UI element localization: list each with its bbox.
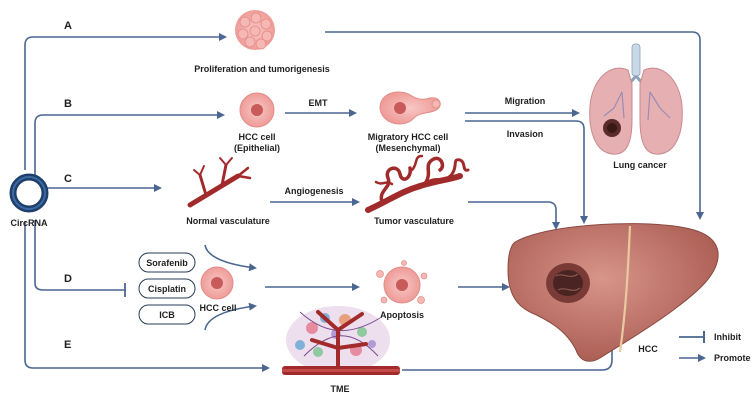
legend: Inhibit Promote xyxy=(679,331,751,363)
inhibit-d xyxy=(34,220,125,291)
legend-inhibit-label: Inhibit xyxy=(714,332,741,342)
emt-label: EMT xyxy=(309,98,329,108)
drug-pill-icb xyxy=(138,304,196,325)
branch-a: A xyxy=(64,20,72,32)
migratory-label-2: (Mesenchymal) xyxy=(375,143,440,153)
migratory-label-1: Migratory HCC cell xyxy=(368,132,449,142)
branch-d: D xyxy=(64,273,72,285)
branch-e: E xyxy=(64,339,71,351)
normal-vasculature-label: Normal vasculature xyxy=(186,216,270,226)
tme-icon xyxy=(282,306,400,375)
drug-list: Sorafenib Cisplatin ICB xyxy=(138,252,196,325)
migratory-cell-icon xyxy=(379,91,441,125)
branch-c: C xyxy=(64,173,72,185)
drug-icb-label: ICB xyxy=(159,310,175,320)
proliferation-cluster-icon xyxy=(235,10,275,50)
invasion-label: Invasion xyxy=(507,129,544,139)
apoptosis-label: Apoptosis xyxy=(380,310,424,320)
circrna-label: CircRNA xyxy=(10,218,48,228)
arrow-b xyxy=(34,111,225,175)
drug-sorafenib-label: Sorafenib xyxy=(146,258,188,268)
arrow-a xyxy=(24,33,227,170)
circrna-ring-icon xyxy=(9,173,49,213)
proliferation-label: Proliferation and tumorigenesis xyxy=(194,64,330,74)
connectors xyxy=(24,31,704,372)
drug-pill-cisplatin xyxy=(138,278,196,299)
angiogenesis-label: Angiogenesis xyxy=(284,186,343,196)
branch-b: B xyxy=(64,98,72,110)
hcc-cell-label: HCC cell xyxy=(199,303,236,313)
tumor-vasculature-label: Tumor vasculature xyxy=(374,216,454,226)
tumor-vasculature-icon xyxy=(365,154,470,213)
apoptosis-cell-icon xyxy=(376,260,428,304)
hcc-epithelial-label-1: HCC cell xyxy=(238,132,275,142)
legend-promote-label: Promote xyxy=(714,353,751,363)
arrow-e xyxy=(24,222,270,372)
liver-icon xyxy=(507,223,719,362)
hcc-epithelial-cell-icon xyxy=(239,92,275,128)
hcc-epithelial-label-2: (Epithelial) xyxy=(234,143,280,153)
hcc-label: HCC xyxy=(638,344,658,354)
lungs-icon xyxy=(589,43,683,155)
normal-vasculature-icon xyxy=(187,157,252,208)
migration-label: Migration xyxy=(505,96,546,106)
hcc-cell-icon xyxy=(200,266,234,300)
tme-label: TME xyxy=(331,384,350,394)
lung-cancer-label: Lung cancer xyxy=(613,160,667,170)
drug-pill-sorafenib xyxy=(138,252,196,273)
drug-cisplatin-label: Cisplatin xyxy=(148,284,186,294)
